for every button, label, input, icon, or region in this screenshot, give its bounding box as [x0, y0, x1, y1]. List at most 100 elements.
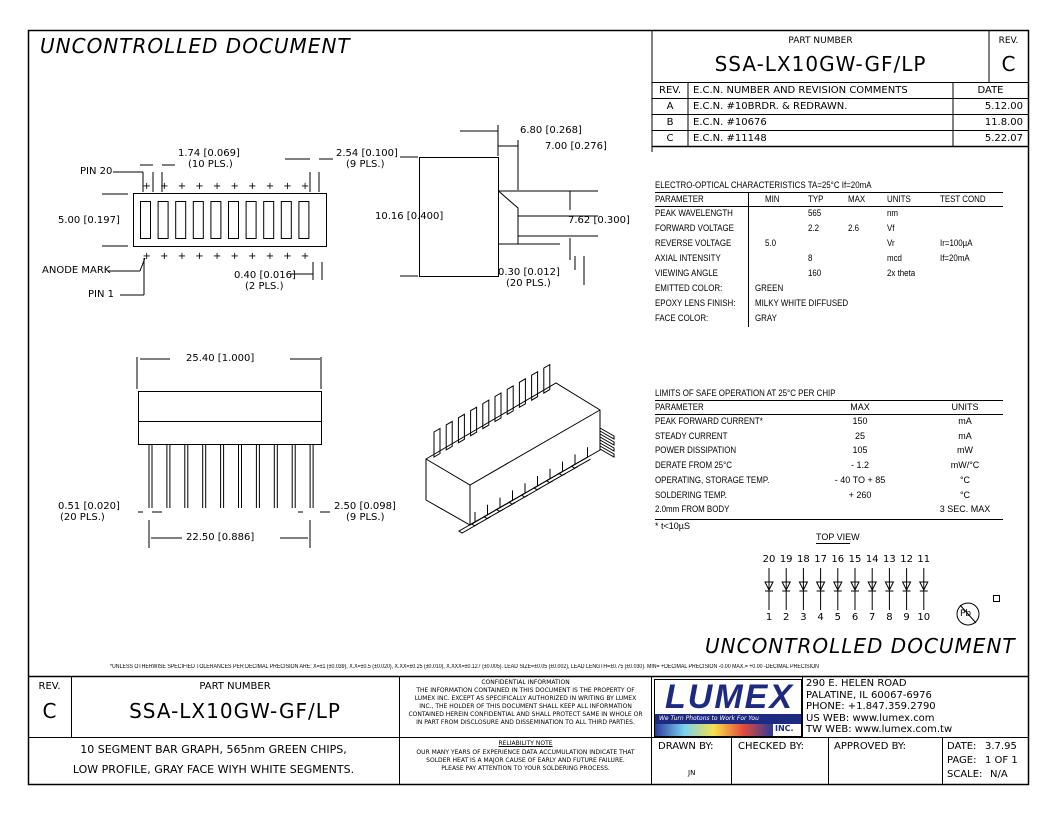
tb-rev-label: REV.	[38, 681, 61, 692]
reliability-line: SOLDER HEAT IS A MAJOR CAUSE OF EARLY AN…	[426, 757, 625, 764]
drawn-by-label: DRAWN BY:	[658, 741, 714, 752]
bar-segment	[140, 201, 151, 239]
pin-number-bottom: 5	[834, 612, 841, 623]
iso-lead-side	[599, 427, 615, 440]
address-line: PALATINE, IL 60067-6976	[806, 689, 932, 701]
lumex-wordmark: LUMEX	[665, 679, 794, 716]
tb-rev-value: C	[42, 699, 57, 723]
eo-cell: 160	[808, 268, 822, 278]
pin-number-bottom: 4	[817, 612, 824, 623]
eo-cell: 2x theta	[887, 268, 916, 278]
diode-triangle	[901, 581, 912, 592]
pin-number-bottom: 7	[869, 612, 876, 623]
eo-cell: 2.2	[808, 223, 820, 233]
diode-triangle	[884, 581, 895, 592]
pin-mark-top: +	[283, 181, 291, 192]
limits-footnote: * t<10µS	[655, 521, 690, 531]
limits-title: LIMITS OF SAFE OPERATION AT 25°C PER CHI…	[655, 388, 836, 398]
diode-triangle	[918, 581, 929, 592]
date-label: DATE:	[947, 741, 977, 752]
pin-number-top: 15	[848, 554, 862, 565]
bar-segment	[245, 201, 257, 239]
pin-mark-top: +	[213, 181, 221, 192]
pin-mark-top: +	[143, 181, 151, 192]
ecn-col-header: E.C.N. NUMBER AND REVISION COMMENTS	[693, 85, 908, 96]
eo-header-cell: TYP	[808, 194, 824, 204]
pin-mark-bottom: +	[231, 251, 239, 262]
pin-mark-top: +	[266, 181, 274, 192]
bar-segment	[175, 201, 187, 239]
limits-cell: - 40 TO + 85	[834, 474, 886, 485]
eo-extra-value: GREEN	[755, 283, 784, 293]
limits-cell: 150	[852, 416, 868, 426]
watermark-top: UNCONTROLLED DOCUMENT	[40, 34, 351, 58]
diode-triangle	[781, 581, 792, 592]
eo-cell: VIEWING ANGLE	[655, 268, 718, 278]
eo-cell: mcd	[887, 253, 902, 263]
date-value: 3.7.95	[985, 741, 1017, 752]
eo-cell: AXIAL INTENSITY	[655, 253, 721, 263]
label-pin1: PIN 1	[88, 289, 115, 300]
limits-cell: 2.0mm FROM BODY	[655, 504, 730, 515]
address-line: TW WEB: www.lumex.com.tw	[806, 724, 953, 735]
limits-cell: 25	[854, 430, 865, 441]
rev-block-rev-label: REV.	[998, 36, 1019, 46]
reliability-line: OUR MANY YEARS OF EXPERIENCE DATA ACCUMU…	[416, 749, 635, 756]
pin-mark-top: +	[195, 181, 203, 192]
bar-segment	[280, 201, 292, 239]
dim-lead-thickness-count: (20 PLS.)	[506, 278, 551, 289]
confidential-line: CONTAINED HEREIN CONFIDENTIAL AND SHALL …	[408, 711, 643, 718]
pin-mark-bottom: +	[213, 251, 221, 262]
eo-cell: 565	[808, 208, 822, 218]
pin-number-bottom: 8	[886, 612, 893, 623]
eo-header-cell: UNITS	[887, 194, 911, 204]
eo-extra-value: GRAY	[755, 313, 777, 323]
dim-body-depth: 6.80 [0.268]	[520, 125, 582, 136]
dim-body-height: 10.16 [0.400]	[375, 211, 444, 222]
pin-number-top: 14	[865, 554, 879, 565]
limits-cell: °C	[959, 489, 971, 500]
iso-lead-front	[483, 497, 504, 520]
tb-description-1: 10 SEGMENT BAR GRAPH, 565nm GREEN CHIPS,	[80, 743, 347, 756]
limits-cell: - 1.2	[850, 460, 869, 471]
limits-cell: mA	[958, 416, 972, 426]
dim-gap: 0.40 [0.016]	[234, 270, 296, 281]
eo-cell: 5.0	[765, 238, 777, 248]
bar-segment	[263, 201, 275, 239]
dim-lead-thickness: 0.30 [0.012]	[498, 267, 560, 278]
confidential-title: CONFIDENTIAL INFORMATION	[481, 679, 570, 686]
iso-lead-front	[495, 490, 516, 512]
dim-length: 25.40 [1.000]	[186, 353, 255, 364]
scale-value: N/A	[990, 769, 1008, 780]
rev-row-rev: B	[666, 117, 674, 128]
iso-segment	[433, 427, 441, 458]
pin-number-top: 11	[917, 554, 931, 565]
limits-header-cell: PARAMETER	[655, 402, 704, 412]
pin-number-bottom: 9	[903, 612, 910, 623]
reliability-line: PLEASE PAY ATTENTION TO YOUR SOLDERING P…	[441, 765, 610, 772]
topview-label: TOP VIEW	[816, 532, 860, 542]
rev-row-ecn: E.C.N. #10676	[693, 117, 767, 128]
eo-header-cell: TEST COND	[940, 194, 986, 204]
eo-extra-label: EMITTED COLOR:	[655, 283, 723, 293]
bar-segment	[298, 201, 310, 239]
rev-row-date: 5.22.07	[984, 133, 1023, 144]
approved-by-label: APPROVED BY:	[834, 741, 907, 752]
eo-extra-value: MILKY WHITE DIFFUSED	[755, 298, 849, 308]
confidential-line: LUMEX INC. EXCEPT AS SPECIFICALLY AUTHOR…	[414, 695, 637, 702]
diode-triangle	[798, 581, 809, 592]
diode-triangle	[832, 581, 843, 592]
limits-cell: POWER DISSIPATION	[655, 445, 737, 456]
rev-block-rev-value: C	[1001, 52, 1016, 76]
pin-mark-top: +	[160, 181, 168, 192]
iso-lead-front	[558, 454, 579, 476]
pin-mark-bottom: +	[178, 251, 186, 262]
dim-segment-width-count: (10 PLS.)	[188, 159, 233, 170]
watermark-bottom: UNCONTROLLED DOCUMENT	[705, 634, 1016, 658]
pin-number-bottom: 10	[917, 612, 931, 623]
pin-mark-bottom: +	[266, 251, 274, 262]
eo-cell: nm	[887, 208, 899, 218]
iso-lead-front	[570, 447, 591, 469]
pin-mark-top: +	[178, 181, 186, 192]
pin-mark-bottom: +	[195, 251, 203, 262]
